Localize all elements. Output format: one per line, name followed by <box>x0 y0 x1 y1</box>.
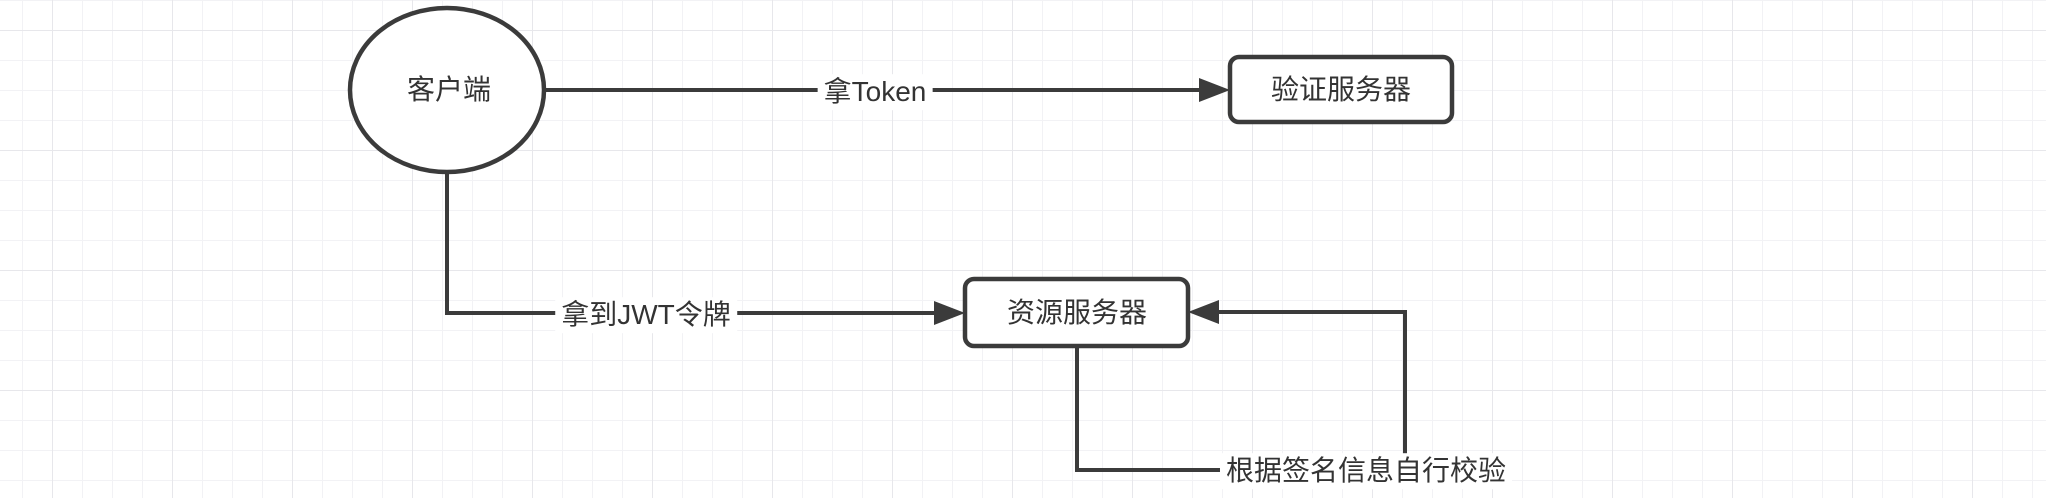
edge-label-self-verify: 根据签名信息自行校验 <box>1219 453 1513 489</box>
edge-jwt-token <box>445 172 965 325</box>
resource-server-node-shape <box>962 276 1191 349</box>
arrowhead-into-auth-server-icon <box>1199 78 1230 102</box>
edge-label-jwt-token: 拿到JWT令牌 <box>555 297 737 333</box>
client-node-shape <box>347 5 547 175</box>
edge-jwt-token-line <box>445 172 936 315</box>
resource-server-node-label: 资源服务器 <box>1006 297 1148 329</box>
arrowhead-into-resource-server-left-icon <box>934 301 965 325</box>
arrowhead-into-resource-server-right-icon <box>1188 300 1219 324</box>
auth-server-node-shape <box>1227 54 1455 125</box>
auth-server-node-label: 验证服务器 <box>1270 74 1412 106</box>
client-node-label: 客户端 <box>406 74 492 106</box>
edge-label-get-token: 拿Token <box>817 74 933 110</box>
